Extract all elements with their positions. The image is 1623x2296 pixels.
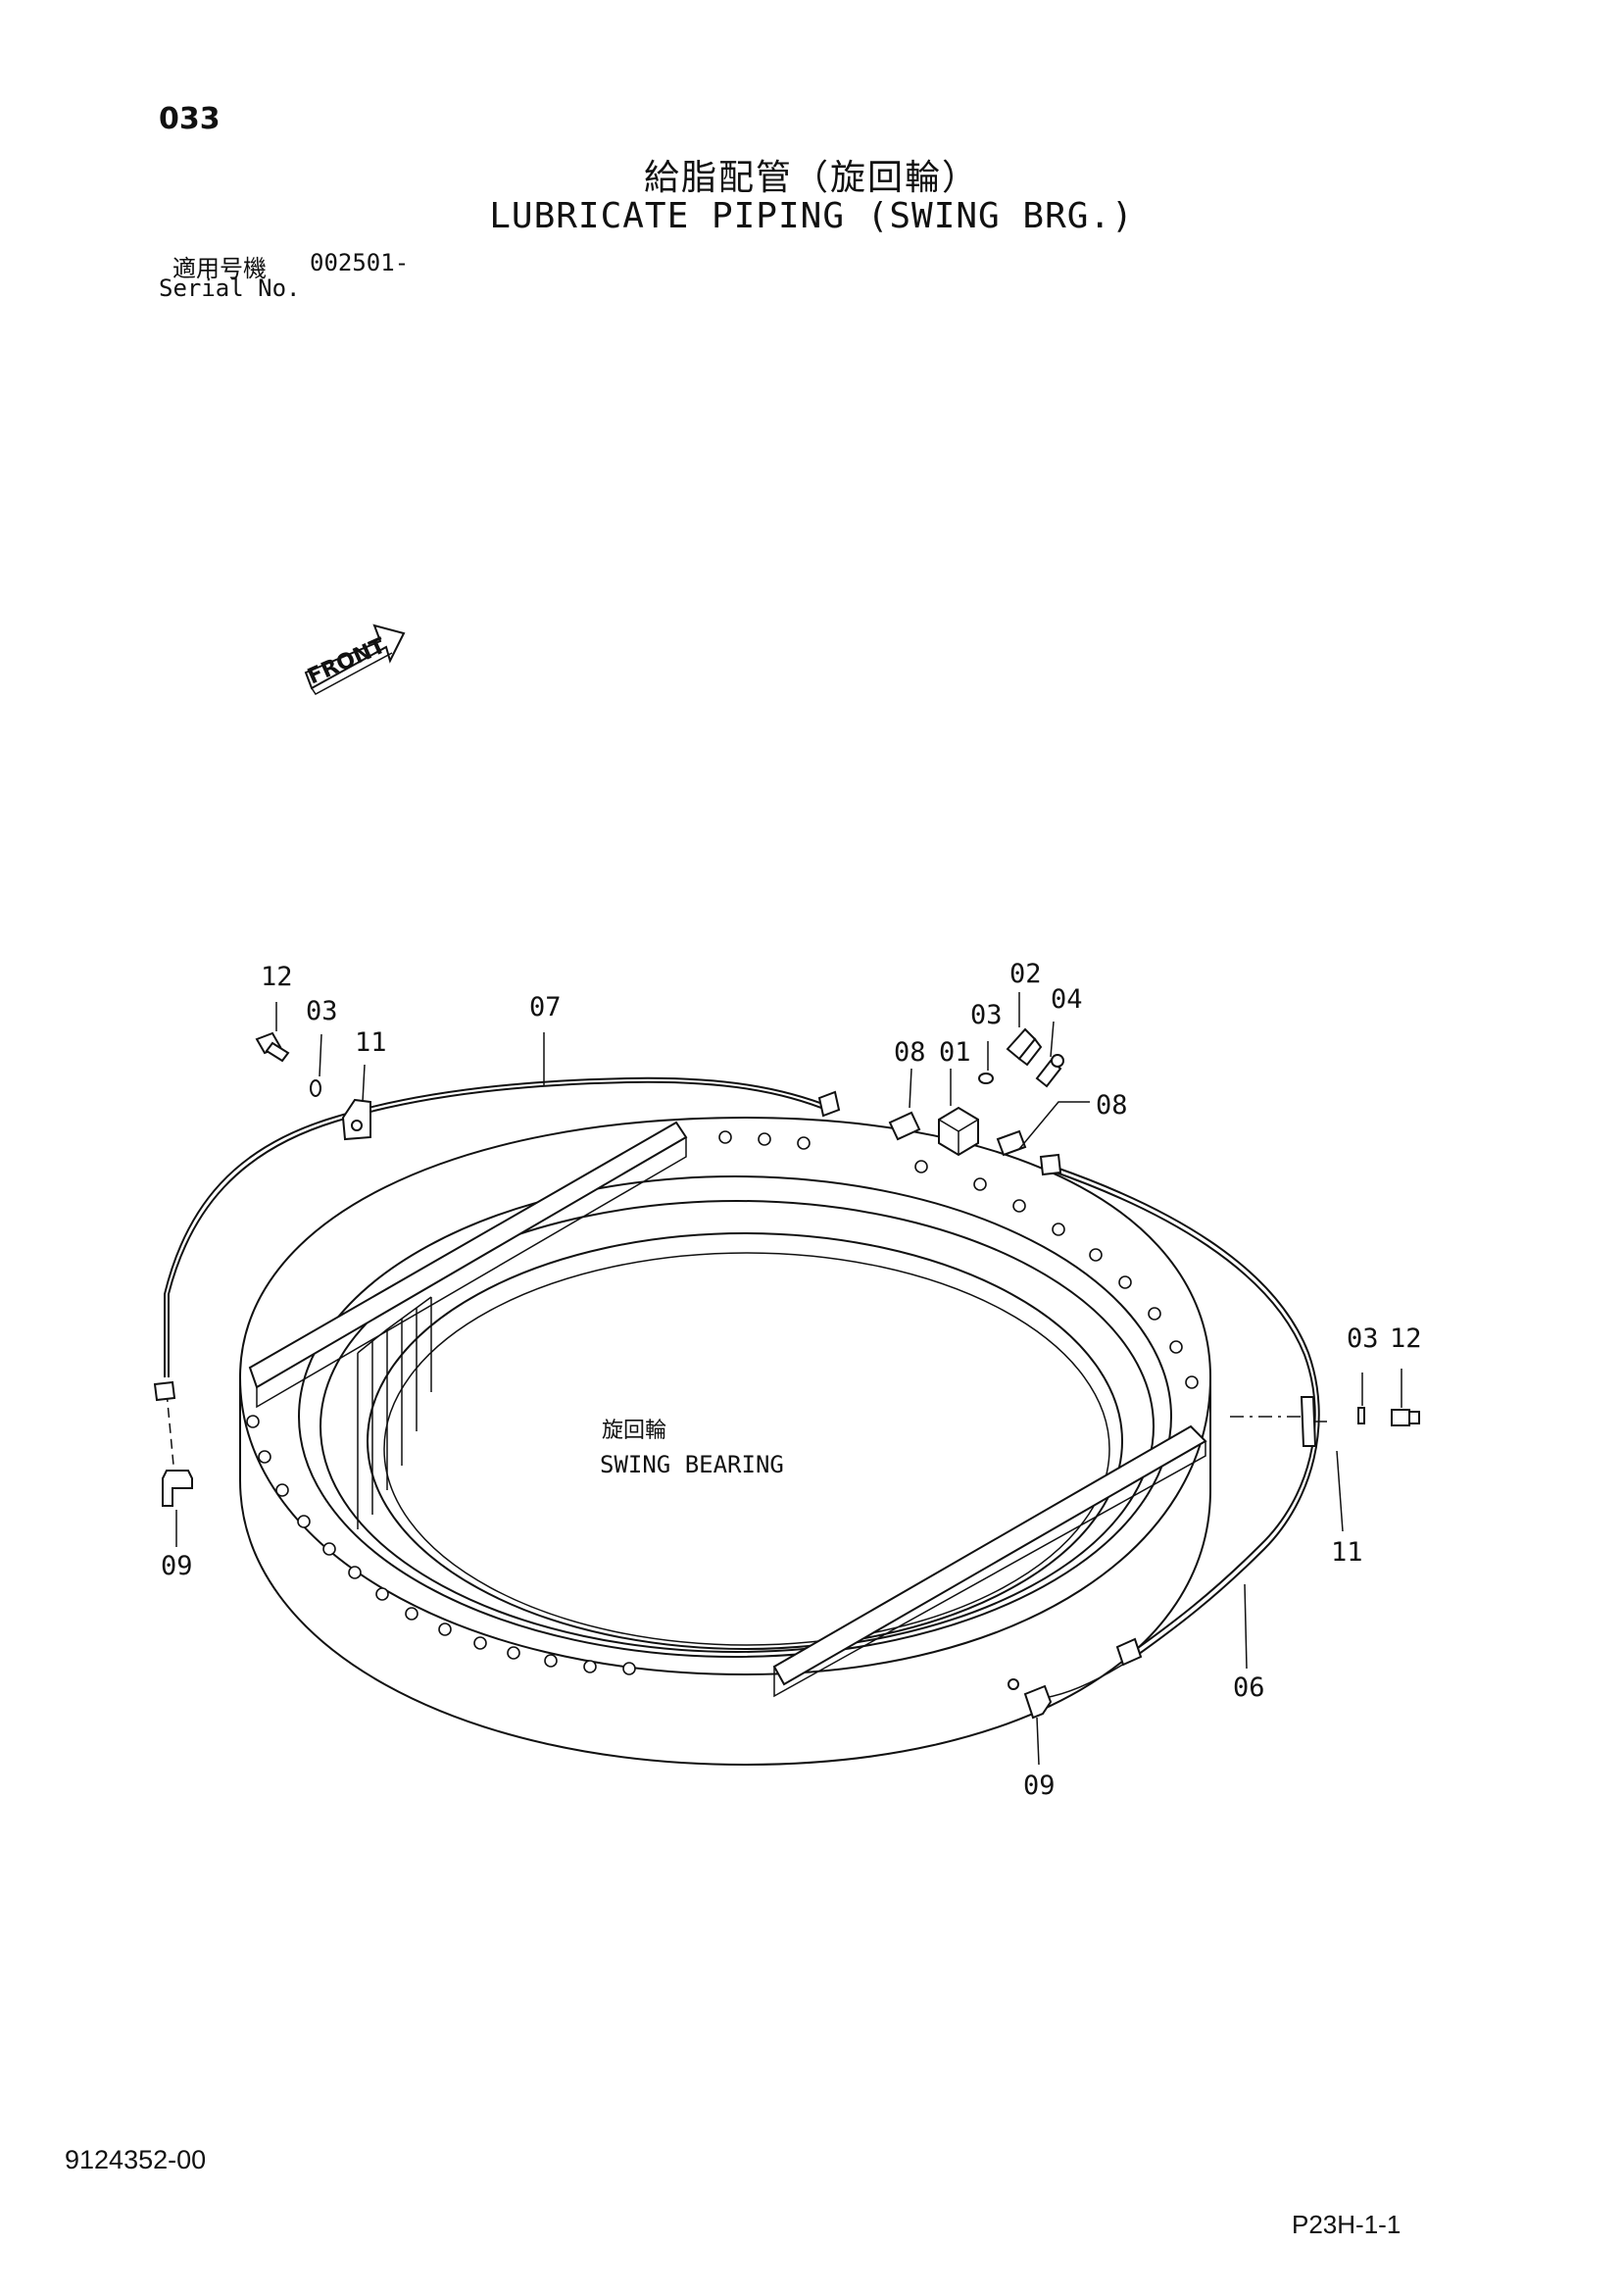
bolt-holes bbox=[246, 1130, 1199, 1675]
washer-part-03-center bbox=[978, 1073, 994, 1084]
adapter-part-08-right bbox=[996, 1129, 1027, 1157]
callout-12-left: 12 bbox=[261, 962, 293, 992]
bearing-label-japanese: 旋回輪 bbox=[602, 1419, 666, 1443]
bolt-part-12-left bbox=[255, 1031, 290, 1063]
callout-01: 01 bbox=[939, 1037, 971, 1068]
bolt-part-12-right bbox=[1391, 1409, 1420, 1426]
front-arrow-icon: FRONT bbox=[304, 624, 406, 695]
bolt-part-02 bbox=[1006, 1027, 1043, 1067]
callout-03-right: 03 bbox=[1347, 1323, 1379, 1354]
callout-08-right: 08 bbox=[1096, 1090, 1128, 1121]
callout-04: 04 bbox=[1051, 984, 1083, 1015]
pipe-nut-bottom bbox=[1115, 1637, 1143, 1667]
bearing-label-english: SWING BEARING bbox=[600, 1451, 784, 1478]
callout-02: 02 bbox=[1009, 959, 1042, 989]
pipe-fittings bbox=[153, 1027, 1420, 1720]
serial-label-japanese: 適用号機 bbox=[172, 255, 267, 282]
callout-11-right: 11 bbox=[1331, 1537, 1363, 1568]
clamp-part-11-left bbox=[341, 1098, 371, 1141]
callout-labels: 12 03 11 07 02 04 03 08 01 08 03 12 11 0… bbox=[161, 959, 1422, 1801]
serial-label-english: Serial No. bbox=[159, 275, 301, 302]
pipe-nut-left bbox=[153, 1380, 176, 1402]
page-title-japanese: 給脂配管（旋回輪） bbox=[643, 158, 979, 198]
page-code: P23H-1-1 bbox=[1292, 2210, 1402, 2239]
grease-block-part-01 bbox=[938, 1106, 979, 1157]
adapter-part-08-left bbox=[888, 1111, 921, 1141]
callout-09-left: 09 bbox=[161, 1551, 193, 1581]
page-title-english: LUBRICATE PIPING (SWING BRG.) bbox=[489, 196, 1134, 236]
elbow-part-09-left bbox=[162, 1470, 193, 1507]
washer-part-03-right bbox=[1357, 1407, 1365, 1424]
callout-06: 06 bbox=[1233, 1672, 1265, 1703]
washer-part-03-left bbox=[310, 1079, 321, 1097]
leader-lines bbox=[175, 992, 1402, 1766]
lubrication-pipes bbox=[164, 1076, 1320, 1699]
elbow-part-09-bottom bbox=[1008, 1678, 1053, 1720]
callout-12-right: 12 bbox=[1390, 1323, 1422, 1354]
grease-nipple-part-04 bbox=[1035, 1054, 1064, 1088]
callout-11-left: 11 bbox=[355, 1027, 387, 1058]
serial-value: 002501- bbox=[310, 249, 410, 276]
clamp-part-11-right bbox=[1300, 1396, 1327, 1447]
document-number: 9124352-00 bbox=[65, 2145, 207, 2174]
pipe-nut-top bbox=[817, 1090, 841, 1118]
callout-07: 07 bbox=[529, 992, 562, 1023]
callout-09-bottom: 09 bbox=[1023, 1771, 1056, 1801]
callout-08-left: 08 bbox=[894, 1037, 926, 1068]
front-arrow-label: FRONT bbox=[304, 633, 389, 689]
callout-03-center: 03 bbox=[970, 1000, 1003, 1030]
swing-bearing bbox=[239, 1116, 1211, 1767]
pipe-nut-right bbox=[1039, 1153, 1062, 1176]
callout-03-left: 03 bbox=[306, 996, 338, 1026]
page-number: 033 bbox=[159, 102, 221, 136]
